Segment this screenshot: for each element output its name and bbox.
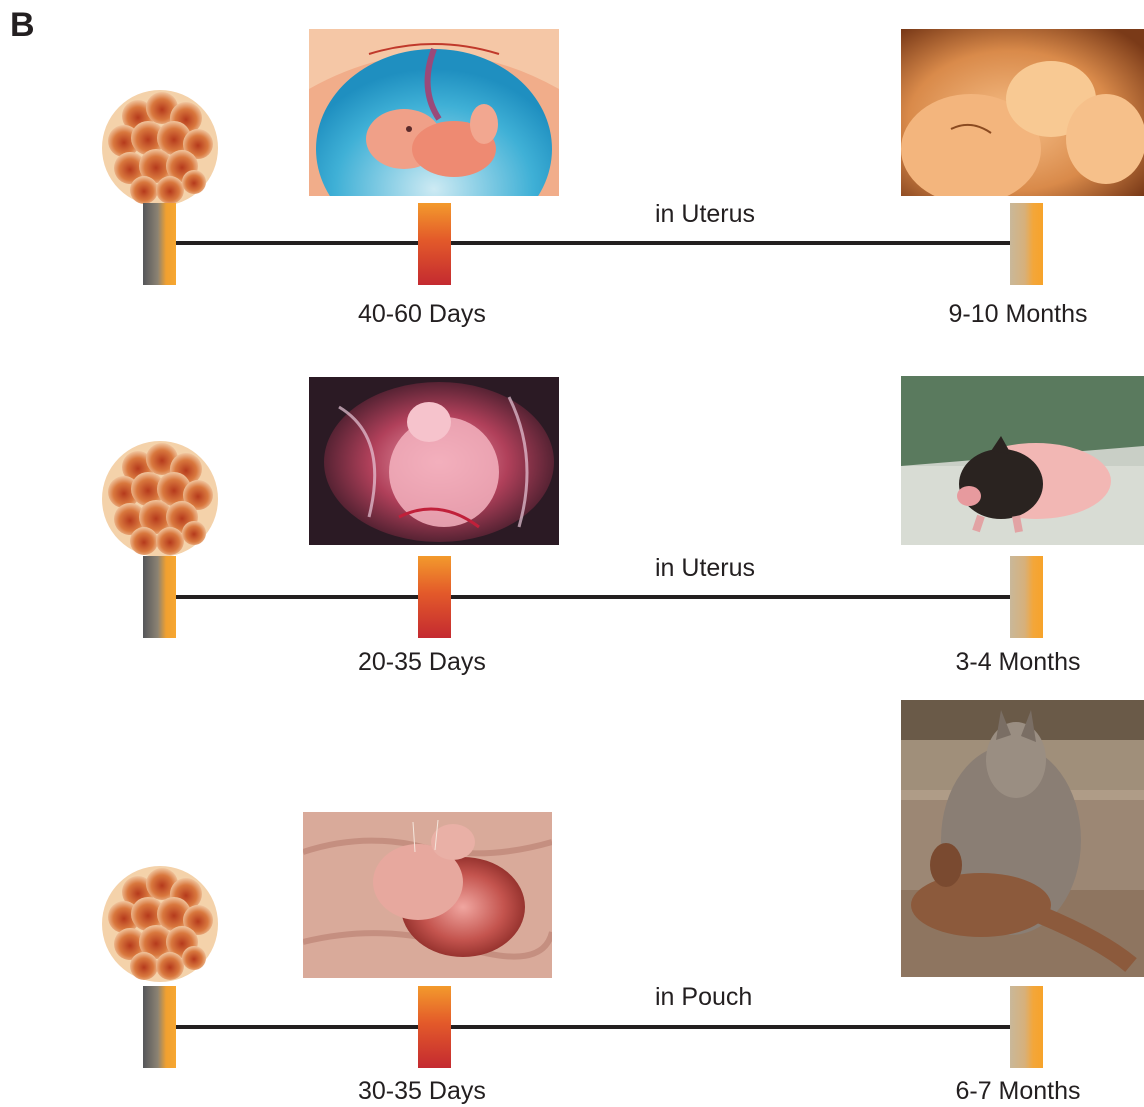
end-stage-label: 6-7 Months [928,1077,1108,1106]
wallaby-with-joey-photo [901,700,1144,977]
morula-embryo-icon [98,437,222,561]
morula-embryo-icon [98,86,222,210]
timeline-mid-marker [418,556,451,638]
location-label: in Uterus [655,200,755,229]
marsupial-pouch-young-photo [303,812,552,978]
mid-stage-label: 40-60 Days [358,300,486,329]
pig-embryo-photo [309,377,559,545]
timeline-mid-marker [418,986,451,1068]
panel-label: B [10,6,35,45]
timeline-end-marker [1010,203,1043,285]
end-stage-label: 9-10 Months [928,300,1108,329]
timeline-line [176,1025,1012,1029]
timeline-end-marker [1010,986,1043,1068]
timeline-line [176,595,1012,599]
piglet-photo [901,376,1144,545]
location-label: in Uterus [655,554,755,583]
timeline-start-marker [143,986,176,1068]
mid-stage-label: 30-35 Days [358,1077,486,1106]
timeline-end-marker [1010,556,1043,638]
timeline-start-marker [143,203,176,285]
timeline-line [176,241,1012,245]
location-label: in Pouch [655,983,752,1012]
human-newborn-photo [901,29,1144,196]
morula-embryo-icon [98,862,222,986]
timeline-start-marker [143,556,176,638]
end-stage-label: 3-4 Months [928,648,1108,677]
mid-stage-label: 20-35 Days [358,648,486,677]
human-fetus-illustration [309,29,559,196]
timeline-mid-marker [418,203,451,285]
